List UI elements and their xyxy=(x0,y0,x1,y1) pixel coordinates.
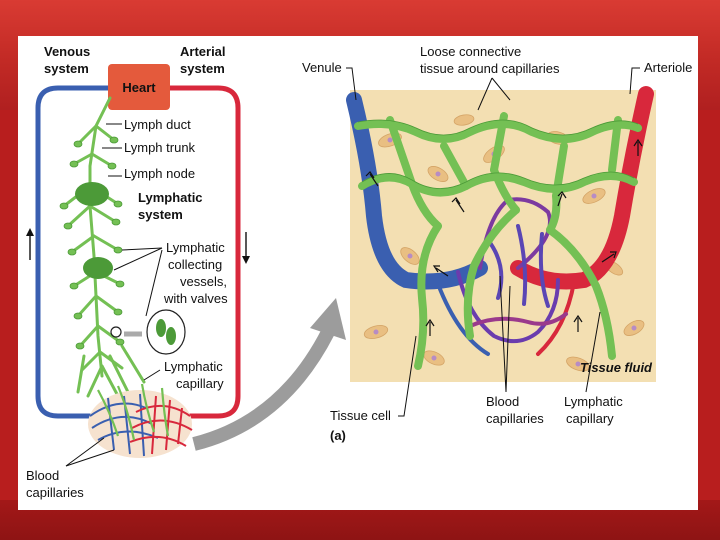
lymphatic-diagram: Heart xyxy=(26,44,692,500)
heart-box: Heart xyxy=(108,64,170,110)
circulation-schematic: Heart xyxy=(26,44,250,500)
flow-arrow-down xyxy=(242,232,250,264)
tissue-detail: Venule Loose connective tissue around ca… xyxy=(302,44,692,443)
lymphatic-capillary-right-label-2: capillary xyxy=(566,411,614,426)
lymph-cell-outlines xyxy=(357,119,639,189)
arterial-system-label-1: Arterial xyxy=(180,44,226,59)
arterial-loop xyxy=(170,85,241,419)
loose-connective-label-2: tissue around capillaries xyxy=(420,61,560,76)
lymph-node-label: Lymph node xyxy=(124,166,195,181)
arteriole-label: Arteriole xyxy=(644,60,692,75)
collecting-label-2: collecting xyxy=(168,257,222,272)
venous-system-label-2: system xyxy=(44,61,89,76)
lymphatic-capillary-network xyxy=(354,112,642,370)
lymph-trunk-label: Lymph trunk xyxy=(124,140,196,155)
lymph-node-upper xyxy=(75,182,109,206)
blood-capillaries-right-label-2: capillaries xyxy=(486,411,544,426)
loose-connective-label-1: Loose connective xyxy=(420,44,521,59)
figure-panel: Heart xyxy=(18,36,698,510)
lymphatic-capillary-left-label-2: capillary xyxy=(176,376,224,391)
lymphatic-capillary-right-label-1: Lymphatic xyxy=(564,394,623,409)
blood-capillaries-right-label-1: Blood xyxy=(486,394,519,409)
flow-arrow-up xyxy=(26,228,34,260)
blood-capillary-mesh xyxy=(436,197,576,356)
flow-arrows-tissue xyxy=(365,138,643,336)
collecting-label-1: Lymphatic xyxy=(166,240,225,255)
capillary-bed xyxy=(88,383,193,458)
lymphatic-capillary-left-label-1: Lymphatic xyxy=(164,359,223,374)
lymph-duct-label: Lymph duct xyxy=(124,117,191,132)
panel-letter-label: (a) xyxy=(330,428,346,443)
blood-capillaries-left-label-1: Blood xyxy=(26,468,59,483)
venous-system-label-1: Venous xyxy=(44,44,90,59)
collecting-label-3: vessels, xyxy=(180,274,227,289)
lymph-beads xyxy=(59,136,125,350)
venule-vessel xyxy=(346,92,488,290)
valve-marker xyxy=(110,326,122,338)
lymphatic-system-label-1: Lymphatic xyxy=(138,190,203,205)
blood-capillaries-left-label-2: capillaries xyxy=(26,485,84,500)
magnify-arrow xyxy=(192,298,346,451)
venule-label: Venule xyxy=(302,60,342,75)
lymphatic-system-label-2: system xyxy=(138,207,183,222)
tissue-cell-label: Tissue cell xyxy=(330,408,391,423)
valve-detail xyxy=(146,309,186,355)
lymph-node-lower xyxy=(83,257,113,279)
tissue-fluid-label: Tissue fluid xyxy=(580,360,653,375)
venous-loop xyxy=(35,85,108,419)
collecting-label-4: with valves xyxy=(163,291,228,306)
heart-label: Heart xyxy=(122,80,156,95)
arterial-system-label-2: system xyxy=(180,61,225,76)
